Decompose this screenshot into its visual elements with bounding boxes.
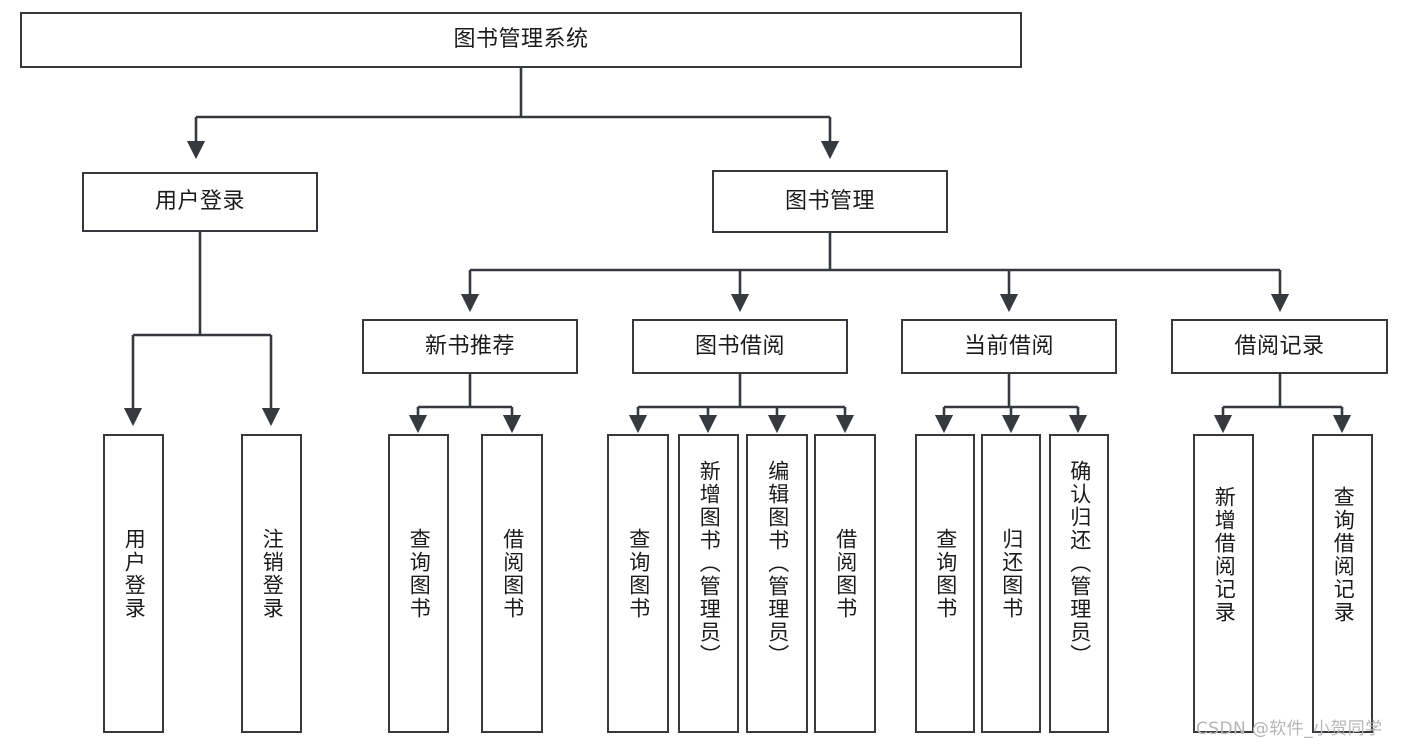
node-book-borrow-label: 图书借阅 — [694, 333, 785, 359]
node-leaf-query-book-2-label: 查询图书 — [626, 528, 651, 620]
node-leaf-user-login-label: 用户登录 — [122, 528, 147, 620]
node-user-login-label: 用户登录 — [154, 189, 245, 215]
node-new-book-rec-label: 新书推荐 — [424, 333, 515, 359]
node-borrow-record[interactable]: 借阅记录 — [1171, 319, 1388, 374]
node-leaf-add-record[interactable]: 新增借阅记录 — [1193, 434, 1254, 733]
node-borrow-record-label: 借阅记录 — [1234, 333, 1325, 359]
node-leaf-return-book-label: 归还图书 — [999, 528, 1024, 620]
node-leaf-query-record-label: 查询借阅记录 — [1331, 486, 1356, 624]
node-leaf-add-record-label: 新增借阅记录 — [1212, 486, 1237, 624]
node-leaf-query-record[interactable]: 查询借阅记录 — [1312, 434, 1373, 733]
node-leaf-confirm-return[interactable]: 确认归还（管理员） — [1049, 434, 1109, 733]
node-leaf-borrow-book-2-label: 借阅图书 — [833, 528, 858, 620]
node-leaf-add-book[interactable]: 新增图书（管理员） — [678, 434, 739, 733]
csdn-watermark: CSDN @软件_小贺同学 — [1196, 719, 1383, 739]
node-book-borrow[interactable]: 图书借阅 — [632, 319, 848, 374]
node-leaf-edit-book-label: 编辑图书（管理员） — [765, 460, 790, 667]
node-leaf-logout-login-label: 注销登录 — [260, 528, 285, 620]
node-book-manage[interactable]: 图书管理 — [712, 170, 948, 233]
node-leaf-query-book-1[interactable]: 查询图书 — [388, 434, 449, 733]
node-leaf-borrow-book-1[interactable]: 借阅图书 — [481, 434, 543, 733]
node-leaf-query-book-3-label: 查询图书 — [933, 528, 958, 620]
node-leaf-edit-book[interactable]: 编辑图书（管理员） — [746, 434, 808, 733]
node-leaf-confirm-return-label: 确认归还（管理员） — [1067, 460, 1092, 667]
node-leaf-query-book-2[interactable]: 查询图书 — [607, 434, 669, 733]
node-leaf-user-login[interactable]: 用户登录 — [103, 434, 164, 733]
node-leaf-return-book[interactable]: 归还图书 — [981, 434, 1041, 733]
node-leaf-query-book-3[interactable]: 查询图书 — [915, 434, 975, 733]
node-new-book-rec[interactable]: 新书推荐 — [362, 319, 578, 374]
node-current-borrow[interactable]: 当前借阅 — [901, 319, 1117, 374]
node-leaf-borrow-book-2[interactable]: 借阅图书 — [814, 434, 876, 733]
node-leaf-logout-login[interactable]: 注销登录 — [241, 434, 302, 733]
node-user-login[interactable]: 用户登录 — [82, 172, 318, 232]
node-leaf-add-book-label: 新增图书（管理员） — [697, 460, 722, 667]
node-current-borrow-label: 当前借阅 — [963, 333, 1054, 359]
node-book-manage-label: 图书管理 — [784, 188, 875, 214]
node-root[interactable]: 图书管理系统 — [20, 12, 1022, 68]
node-root-label: 图书管理系统 — [453, 27, 589, 53]
node-leaf-borrow-book-1-label: 借阅图书 — [500, 528, 525, 620]
node-leaf-query-book-1-label: 查询图书 — [407, 528, 432, 620]
